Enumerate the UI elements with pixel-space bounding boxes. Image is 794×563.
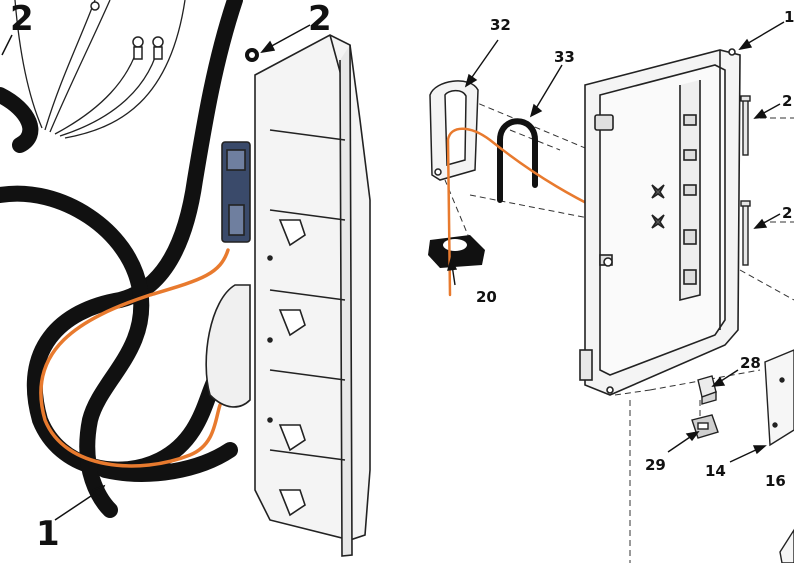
- left-leader-lines: [1, 24, 311, 521]
- callout-2-right-lower: 2: [782, 204, 792, 222]
- main-housing: [579, 48, 741, 396]
- callout-2-left-top: 2: [10, 0, 34, 39]
- ring-terminal-icon: [90, 1, 164, 60]
- part-28-relay: [697, 375, 717, 405]
- right-leader-lines: [447, 21, 785, 463]
- callout-16: 16: [765, 472, 786, 490]
- fan-housing-side-view: [205, 34, 371, 557]
- thin-wire-bundle: [14, 0, 186, 139]
- callout-2-right-upper: 2: [782, 92, 792, 110]
- screw-icon: [740, 95, 751, 266]
- part-20-grommet: [428, 235, 485, 268]
- orange-wire: [39, 248, 230, 468]
- callout-1-right: 1: [784, 8, 794, 26]
- part-16-fragment: [779, 528, 794, 563]
- left-assembly: 1 2 2: [0, 0, 371, 557]
- callout-29: 29: [645, 456, 666, 474]
- callout-14: 14: [705, 462, 726, 480]
- callout-28: 28: [740, 354, 761, 372]
- black-harness: [0, 0, 243, 518]
- right-assembly: 32 33 20 1 2 2 28 29 14 16: [428, 8, 794, 563]
- part-33-clip: [497, 118, 538, 203]
- callout-33: 33: [554, 48, 575, 66]
- callout-20: 20: [476, 288, 497, 306]
- part-14-plate: [764, 349, 794, 447]
- callout-2-left-mid: 2: [308, 0, 332, 39]
- callout-32: 32: [490, 16, 511, 34]
- callout-1-left: 1: [36, 514, 60, 554]
- grommet-icon: [245, 48, 259, 62]
